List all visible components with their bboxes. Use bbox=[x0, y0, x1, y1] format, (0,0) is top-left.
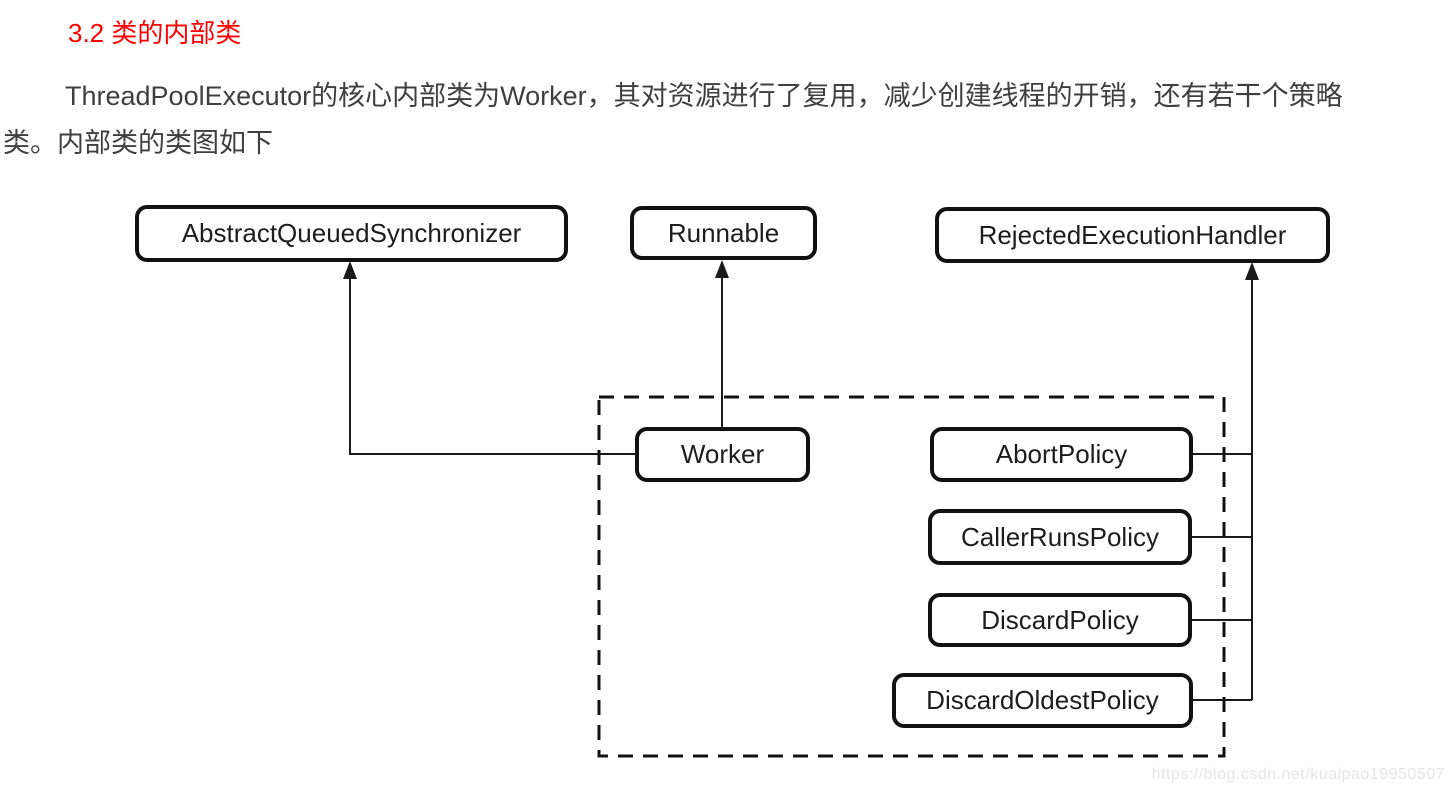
watermark: https://blog.csdn.net/kuaipao19950507 bbox=[1151, 766, 1445, 783]
class-node-abort-policy: AbortPolicy bbox=[930, 427, 1193, 482]
class-node-discard-policy: DiscardPolicy bbox=[928, 593, 1192, 647]
class-node-label: DiscardPolicy bbox=[981, 604, 1139, 635]
class-node-label: AbortPolicy bbox=[995, 439, 1128, 469]
arrowhead-aqs-icon bbox=[343, 261, 357, 279]
inner-classes-dashed-container bbox=[597, 395, 1226, 758]
class-node-label: RejectedExecutionHandler bbox=[978, 219, 1287, 250]
class-node-caller-runs-policy: CallerRunsPolicy bbox=[928, 509, 1192, 565]
class-node-rejected-execution-handler: RejectedExecutionHandler bbox=[935, 207, 1330, 263]
paragraph-line-1: ThreadPoolExecutor的核心内部类为Worker，其对资源进行了复… bbox=[65, 81, 1343, 111]
class-node-label: DiscardOldestPolicy bbox=[926, 685, 1159, 715]
class-node-discard-oldest-policy: DiscardOldestPolicy bbox=[892, 673, 1193, 728]
class-node-label: Worker bbox=[680, 439, 765, 469]
class-node-label: AbstractQueuedSynchronizer bbox=[181, 218, 522, 248]
arrowhead-rejected-execution-handler-icon bbox=[1245, 262, 1259, 280]
line-worker-to-aqs bbox=[349, 277, 635, 455]
class-node-label: Runnable bbox=[667, 217, 780, 248]
arrowhead-runnable-icon bbox=[715, 260, 729, 278]
class-node-label: CallerRunsPolicy bbox=[961, 521, 1159, 552]
class-node-worker: Worker bbox=[635, 427, 810, 482]
class-node-abstract-queued-synchronizer: AbstractQueuedSynchronizer bbox=[135, 205, 568, 262]
paragraph-line-2: 类。内部类的类图如下 bbox=[3, 128, 273, 158]
section-heading: 3.2 类的内部类 bbox=[68, 18, 242, 48]
class-node-runnable: Runnable bbox=[630, 206, 817, 260]
